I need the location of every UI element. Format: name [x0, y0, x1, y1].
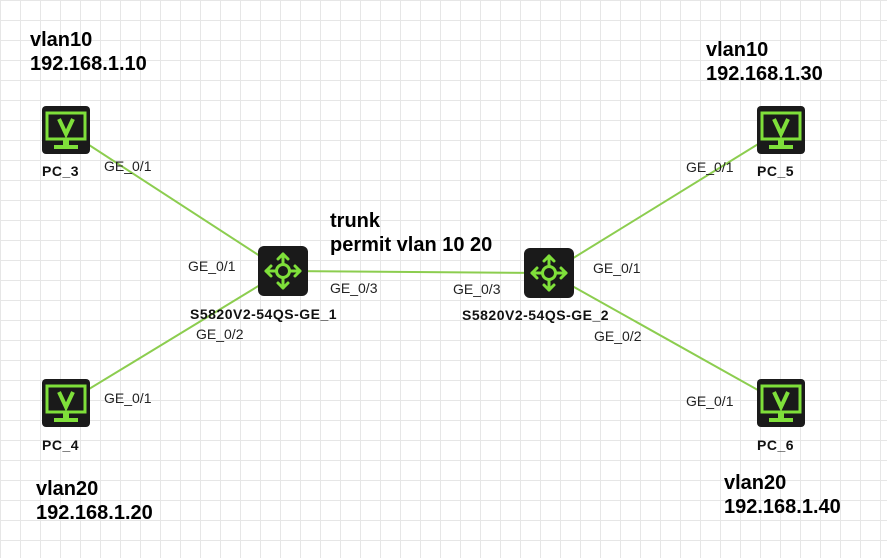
- switch-2-node[interactable]: [524, 248, 574, 298]
- trunk-permit-label: permit vlan 10 20: [330, 234, 493, 256]
- port-label-sw2-ge03: GE_0/3: [453, 281, 501, 297]
- trunk-mode-label: trunk: [330, 210, 380, 232]
- switch-1-label: S5820V2-54QS-GE_1: [190, 306, 338, 322]
- link-sw2-pc6: [548, 272, 782, 404]
- port-label-sw1-ge03: GE_0/3: [330, 280, 378, 296]
- port-label-pc3-ge01: GE_0/1: [104, 158, 152, 174]
- vlan-label: vlan10: [30, 29, 93, 51]
- pc-6-label: PC_6: [757, 437, 795, 453]
- annotation-trunk: trunk permit vlan 10 20: [330, 209, 492, 257]
- ip-address: 192.168.1.10: [30, 53, 147, 75]
- port-label-sw1-ge01: GE_0/1: [188, 258, 236, 274]
- pc-monitor-icon: [42, 106, 90, 154]
- annotation-pc3: vlan10 192.168.1.10: [30, 28, 147, 76]
- port-label-sw2-ge02: GE_0/2: [594, 328, 642, 344]
- link-pc3-sw1: [65, 129, 284, 272]
- pc-monitor-icon: [42, 379, 90, 427]
- pc-4-label: PC_4: [42, 437, 80, 453]
- pc-monitor-icon: [757, 106, 805, 154]
- port-label-sw2-ge01: GE_0/1: [593, 260, 641, 276]
- port-label-pc6-ge01: GE_0/1: [686, 393, 734, 409]
- pc-4-node[interactable]: [42, 379, 90, 427]
- switch-2-label: S5820V2-54QS-GE_2: [462, 307, 610, 323]
- port-label-sw1-ge02: GE_0/2: [196, 326, 244, 342]
- pc-monitor-icon: [757, 379, 805, 427]
- switch-1-node[interactable]: [258, 246, 308, 296]
- port-label-pc4-ge01: GE_0/1: [104, 390, 152, 406]
- vlan-label: vlan10: [706, 39, 769, 61]
- ip-address: 192.168.1.40: [724, 496, 841, 518]
- ip-address: 192.168.1.20: [36, 502, 153, 524]
- switch-icon: [258, 246, 308, 296]
- vlan-label: vlan20: [36, 478, 99, 500]
- switch-icon: [524, 248, 574, 298]
- ip-address: 192.168.1.30: [706, 63, 823, 85]
- link-sw1-sw2: [282, 270, 550, 274]
- annotation-pc5: vlan10 192.168.1.30: [706, 38, 823, 86]
- link-sw2-pc5: [548, 129, 782, 274]
- link-pc4-sw1: [65, 270, 284, 404]
- pc-3-node[interactable]: [42, 106, 90, 154]
- pc-6-node[interactable]: [757, 379, 805, 427]
- pc-3-label: PC_3: [42, 163, 80, 179]
- vlan-label: vlan20: [724, 472, 787, 494]
- annotation-pc6: vlan20 192.168.1.40: [724, 471, 841, 519]
- port-label-pc5-ge01: GE_0/1: [686, 159, 734, 175]
- annotation-pc4: vlan20 192.168.1.20: [36, 477, 153, 525]
- pc-5-label: PC_5: [757, 163, 795, 179]
- pc-5-node[interactable]: [757, 106, 805, 154]
